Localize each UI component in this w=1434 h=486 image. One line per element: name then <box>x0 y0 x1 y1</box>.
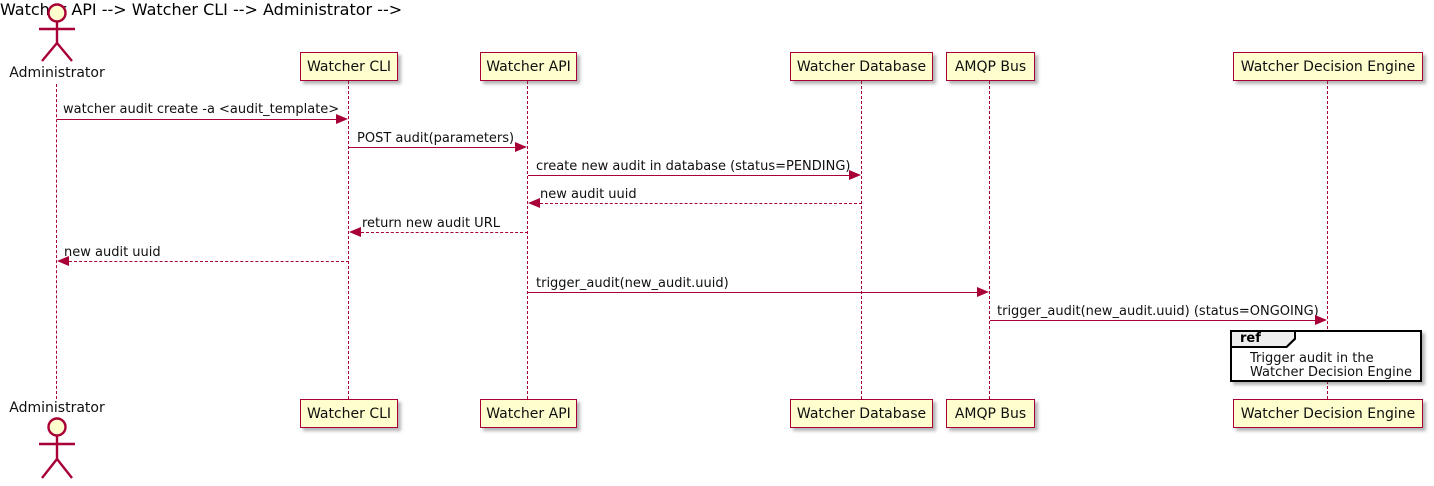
message-3-line <box>528 175 850 176</box>
participant-watcher-api-top: Watcher API <box>480 52 577 81</box>
ref-text-line-2: Watcher Decision Engine <box>1250 365 1412 380</box>
lifeline-watcher-decision-engine <box>1327 81 1328 399</box>
message-7-line <box>528 292 978 293</box>
message-8-arrowhead-icon <box>1315 315 1327 325</box>
participant-watcher-cli-bottom: Watcher CLI <box>300 399 398 428</box>
ref-tab: ref <box>1230 330 1296 348</box>
participant-label: Watcher API <box>486 58 571 75</box>
administrator-actor-icon <box>39 3 75 62</box>
participant-amqp-bus-bottom: AMQP Bus <box>946 399 1035 428</box>
lifeline-watcher-api <box>527 81 528 399</box>
participant-label: AMQP Bus <box>954 58 1027 75</box>
administrator-label-top: Administrator <box>9 65 105 81</box>
participant-watcher-decision-engine-top: Watcher Decision Engine <box>1233 52 1423 81</box>
lifeline-watcher-cli <box>348 81 349 399</box>
message-1-line <box>57 119 338 120</box>
participant-label: Watcher CLI <box>306 58 392 75</box>
lifeline-administrator <box>56 84 57 399</box>
participant-watcher-cli-top: Watcher CLI <box>300 52 398 81</box>
message-5-arrowhead-icon <box>349 227 361 237</box>
ref-fragment: ref Trigger audit in the Watcher Decisio… <box>1230 330 1422 382</box>
participant-label: Watcher Decision Engine <box>1240 58 1416 75</box>
administrator-label-bottom: Administrator <box>9 400 105 416</box>
participant-watcher-database-bottom: Watcher Database <box>790 399 933 428</box>
participant-label: AMQP Bus <box>954 405 1027 422</box>
message-7-arrowhead-icon <box>977 287 989 297</box>
message-6-line <box>69 261 349 262</box>
message-2-arrowhead-icon <box>515 142 527 152</box>
participant-watcher-decision-engine-bottom: Watcher Decision Engine <box>1233 399 1423 428</box>
message-8-line <box>990 320 1316 321</box>
message-5-label: return new audit URL <box>362 216 500 231</box>
lifeline-watcher-database <box>861 81 862 399</box>
participant-amqp-bus-top: AMQP Bus <box>946 52 1035 81</box>
participant-label: Watcher Database <box>796 58 927 75</box>
participant-label: Watcher Decision Engine <box>1240 405 1416 422</box>
participant-label: Watcher CLI <box>306 405 392 422</box>
message-6-arrowhead-icon <box>57 256 69 266</box>
message-4-arrowhead-icon <box>528 198 540 208</box>
lifeline-amqp-bus <box>989 81 990 399</box>
message-2-label: POST audit(parameters) <box>357 131 515 146</box>
administrator-actor-icon-bottom <box>39 417 75 479</box>
message-1-label: watcher audit create -a <audit_template> <box>63 102 340 117</box>
participant-label: Watcher Database <box>796 405 927 422</box>
message-3-arrowhead-icon <box>849 170 861 180</box>
participant-watcher-api-bottom: Watcher API <box>480 399 577 428</box>
message-2-line <box>349 147 516 148</box>
participant-watcher-database-top: Watcher Database <box>790 52 933 81</box>
message-4-line <box>540 203 862 204</box>
message-4-label: new audit uuid <box>540 187 637 202</box>
ref-text-line-1: Trigger audit in the <box>1250 351 1374 366</box>
message-3-label: create new audit in database (status=PEN… <box>536 159 851 174</box>
message-8-label: trigger_audit(new_audit.uuid) (status=ON… <box>997 304 1319 319</box>
participant-label: Watcher API <box>486 405 571 422</box>
message-5-line <box>361 232 528 233</box>
message-1-arrowhead-icon <box>336 114 348 124</box>
message-7-label: trigger_audit(new_audit.uuid) <box>536 276 729 291</box>
ref-keyword: ref <box>1232 332 1294 346</box>
message-6-label: new audit uuid <box>64 245 161 260</box>
